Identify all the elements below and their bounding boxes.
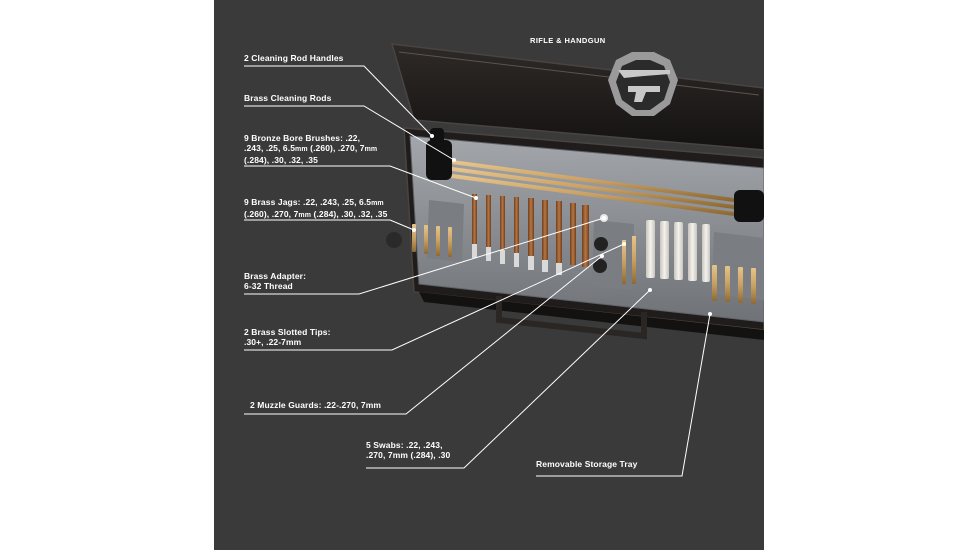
callout-bore-brushes: 9 Bronze Bore Brushes: .22, .243, .25, 6…	[244, 133, 378, 165]
muzzle-guard-2	[593, 259, 607, 273]
callout-rod-handles: 2 Cleaning Rod Handles	[244, 53, 344, 63]
rod-handle-right	[734, 190, 764, 222]
callout-muzzle-guards: 2 Muzzle Guards: .22-.270, 7mm	[250, 400, 382, 410]
case-illustration	[244, 43, 764, 477]
badge-title: RIFLE & HANDGUN	[530, 36, 606, 45]
callout-brass-rods: Brass Cleaning Rods	[244, 93, 332, 103]
callout-storage-tray: Removable Storage Tray	[536, 459, 638, 469]
case-handle	[496, 296, 647, 340]
product-image-panel: RIFLE & HANDGUN 2 Cleaning Rod Handles B…	[214, 0, 764, 550]
brass-jags-left	[412, 224, 452, 257]
callout-swabs: 5 Swabs: .22, .243, .270, 7mm (.284), .3…	[366, 440, 451, 460]
callout-brass-adapter: Brass Adapter: 6-32 Thread	[244, 271, 307, 291]
slotted-tip-2	[632, 236, 636, 284]
brass-jags-right	[712, 265, 756, 304]
leader-dots	[412, 134, 712, 316]
rod-handle-left	[426, 140, 452, 180]
callout-slotted-tips: 2 Brass Slotted Tips: .30+, .22-7mm	[244, 327, 331, 347]
muzzle-guard-1	[594, 237, 608, 251]
slotted-tip-1	[622, 240, 626, 284]
leader-lines	[244, 65, 711, 477]
brass-rods	[450, 160, 736, 216]
swabs	[646, 220, 710, 282]
rifle-handgun-icon	[608, 52, 678, 116]
callout-brass-jags: 9 Brass Jags: .22, .243, .25, 6.5mm (.26…	[244, 197, 388, 219]
